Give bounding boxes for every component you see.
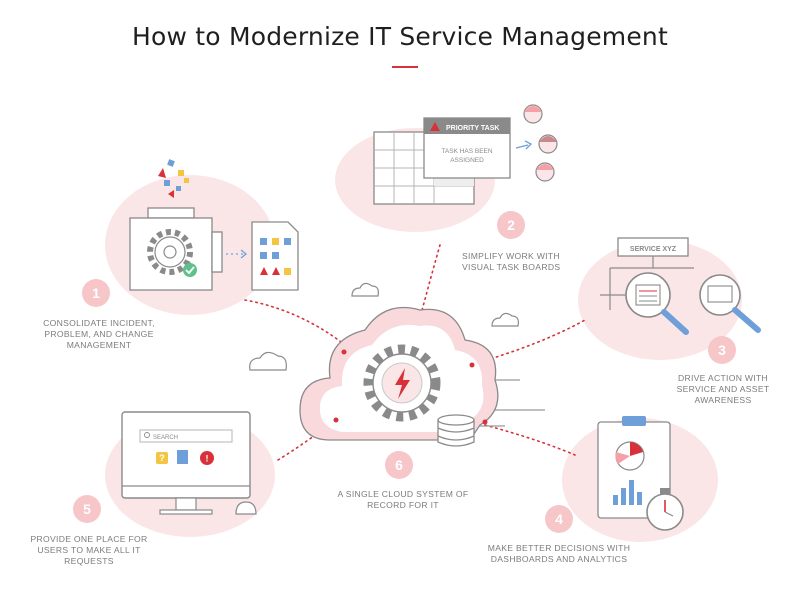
step-badge-2: 2 — [497, 211, 525, 239]
task-card-header: PRIORITY TASK — [446, 125, 499, 132]
step-badge-5: 5 — [73, 495, 101, 523]
step3-illustration: SERVICE XYZ — [600, 237, 761, 335]
title-underline — [392, 66, 418, 68]
central-gear-icon — [363, 344, 441, 422]
task-card-line2: ASSIGNED — [450, 157, 484, 164]
connector-1 — [244, 299, 346, 346]
connector-5 — [277, 419, 336, 461]
step-caption-3: DRIVE ACTION WITH SERVICE AND ASSET AWAR… — [676, 373, 770, 405]
step-caption-5: PROVIDE ONE PLACE FOR USERS TO MAKE ALL … — [30, 534, 148, 566]
mouse-icon — [235, 501, 257, 515]
confetti-icon — [158, 159, 189, 198]
bar-chart-icon — [613, 480, 642, 505]
document-icon — [177, 450, 188, 464]
step-caption-1: CONSOLIDATE INCIDENT, PROBLEM, AND CHANG… — [43, 318, 155, 350]
alert-icon — [200, 451, 214, 465]
lightning-icon — [395, 368, 410, 399]
stopwatch-icon — [646, 488, 684, 531]
search-placeholder: SEARCH — [153, 435, 178, 441]
step2-illustration: PRIORITY TASK TASK HAS BEEN ASSIGNED — [373, 104, 558, 205]
step-badge-3: 3 — [708, 336, 736, 364]
svg-text:!: ! — [206, 454, 209, 464]
step-caption-6: A SINGLE CLOUD SYSTEM OF RECORD FOR IT — [337, 489, 469, 510]
search-box — [139, 429, 233, 443]
step-badge-4: 4 — [545, 505, 573, 533]
step4-illustration — [597, 416, 684, 531]
warning-icon — [430, 122, 440, 131]
magnifier-icon — [625, 272, 689, 335]
search-icon — [144, 432, 150, 438]
connectors — [244, 244, 586, 461]
step-badge-6: 6 — [385, 451, 413, 479]
step1-illustration — [129, 159, 299, 291]
connector-2 — [419, 244, 441, 319]
page-title: How to Modernize IT Service Management — [132, 22, 668, 51]
gear-icon — [154, 236, 186, 268]
check-icon — [183, 263, 197, 277]
database-icon — [437, 414, 475, 447]
service-label: SERVICE XYZ — [630, 246, 677, 253]
magnifier-icon — [699, 274, 761, 333]
step-caption-2: SIMPLIFY WORK WITH VISUAL TASK BOARDS — [462, 251, 561, 272]
question-icon — [156, 452, 168, 464]
step5-illustration: SEARCH ? ! — [121, 411, 257, 515]
avatar-icon — [523, 104, 558, 182]
connector-4 — [484, 424, 576, 456]
connector-3 — [469, 319, 586, 366]
svg-text:?: ? — [159, 453, 165, 463]
task-card-line1: TASK HAS BEEN — [441, 148, 492, 155]
step-badge-1: 1 — [82, 279, 110, 307]
small-cloud-icon — [249, 282, 519, 371]
step-caption-4: MAKE BETTER DECISIONS WITH DASHBOARDS AN… — [487, 543, 631, 564]
